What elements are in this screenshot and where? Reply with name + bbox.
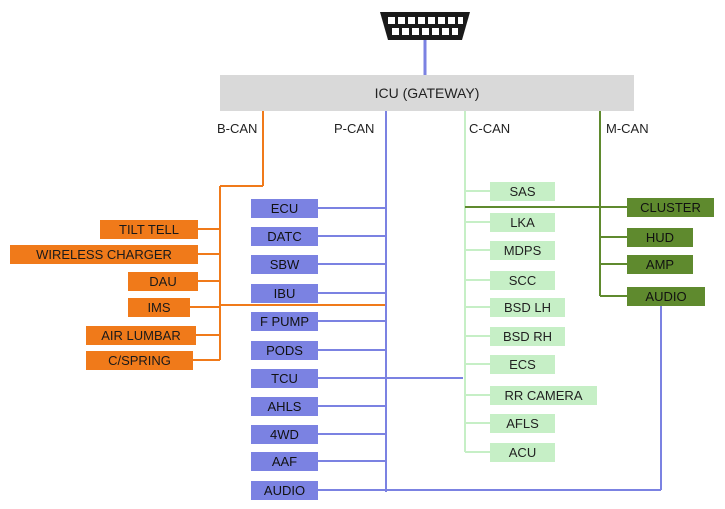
gateway-label: ICU (GATEWAY) <box>374 85 480 101</box>
c-can-node: LKA <box>490 213 555 232</box>
m-can-node: HUD <box>627 228 693 247</box>
m-can-wiring <box>465 111 627 297</box>
p-can-wiring <box>318 111 662 492</box>
b-can-node: TILT TELL <box>100 220 198 239</box>
c-can-node: ACU <box>490 443 555 462</box>
c-can-node: ECS <box>490 355 555 374</box>
obd-connector-icon <box>380 12 470 40</box>
c-can-node: MDPS <box>490 241 555 260</box>
p-can-node: DATC <box>251 227 318 246</box>
b-can-node: WIRELESS CHARGER <box>10 245 198 264</box>
b-can-node: AIR LUMBAR <box>86 326 196 345</box>
b-can-node: C/SPRING <box>86 351 193 370</box>
m-can-label: M-CAN <box>606 121 649 136</box>
b-can-node: DAU <box>128 272 198 291</box>
c-can-node: SCC <box>490 271 555 290</box>
b-can-wiring <box>190 111 386 361</box>
p-can-node: F PUMP <box>251 312 318 331</box>
p-can-node: TCU <box>251 369 318 388</box>
c-can-node: AFLS <box>490 414 555 433</box>
p-can-node: IBU <box>251 284 318 303</box>
p-can-node: AHLS <box>251 397 318 416</box>
p-can-node: AAF <box>251 452 318 471</box>
c-can-node: RR CAMERA <box>490 386 597 405</box>
c-can-node: BSD RH <box>490 327 565 346</box>
p-can-node: ECU <box>251 199 318 218</box>
gateway-box: ICU (GATEWAY) <box>220 75 634 111</box>
p-can-node: PODS <box>251 341 318 360</box>
p-can-node: 4WD <box>251 425 318 444</box>
m-can-node: AUDIO <box>627 287 705 306</box>
m-can-node: AMP <box>627 255 693 274</box>
b-can-label: B-CAN <box>217 121 258 136</box>
m-can-node: CLUSTER <box>627 198 714 217</box>
c-can-wiring <box>464 111 490 453</box>
c-can-node: BSD LH <box>490 298 565 317</box>
c-can-label: C-CAN <box>469 121 511 136</box>
p-can-node: SBW <box>251 255 318 274</box>
p-can-node: AUDIO <box>251 481 318 500</box>
c-can-node: SAS <box>490 182 555 201</box>
b-can-node: IMS <box>128 298 190 317</box>
p-can-label: P-CAN <box>334 121 375 136</box>
